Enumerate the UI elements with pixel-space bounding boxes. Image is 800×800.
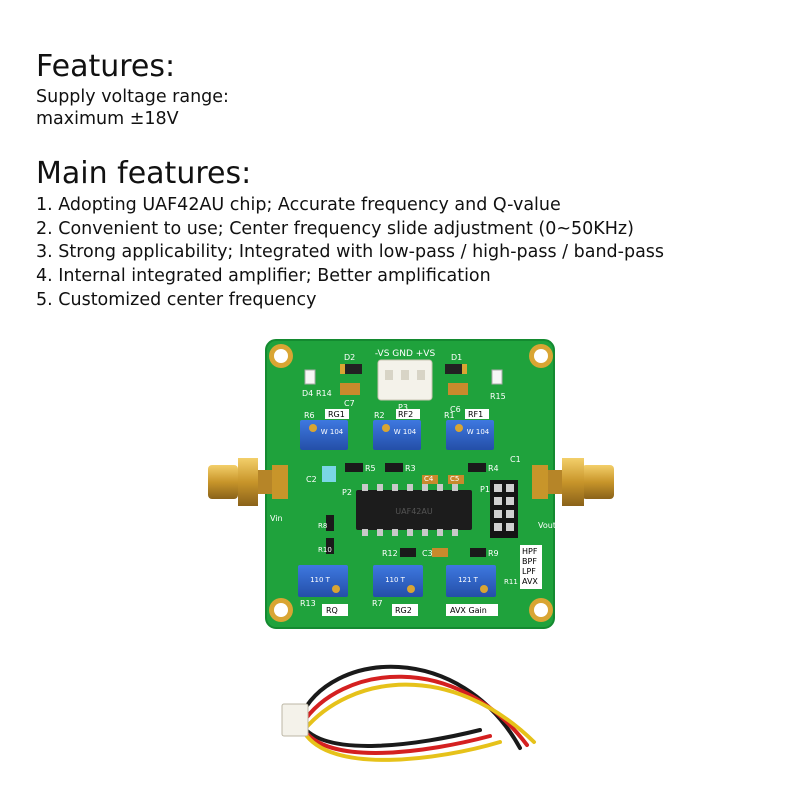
svg-text:Vin: Vin bbox=[270, 514, 283, 523]
svg-text:W 104: W 104 bbox=[394, 428, 417, 436]
svg-text:110 T: 110 T bbox=[310, 576, 331, 584]
power-header-label: -VS GND +VS bbox=[375, 349, 436, 359]
svg-text:RF1: RF1 bbox=[468, 410, 483, 419]
uaf42-chip: UAF42AU bbox=[356, 484, 472, 536]
svg-text:R9: R9 bbox=[488, 549, 499, 558]
svg-text:R4: R4 bbox=[488, 464, 499, 473]
wire-connector-plug bbox=[281, 703, 309, 737]
svg-text:RF2: RF2 bbox=[398, 410, 413, 419]
svg-text:RG1: RG1 bbox=[328, 410, 345, 419]
main-feature-4: 4. Internal integrated amplifier; Better… bbox=[36, 266, 491, 286]
svg-text:R14: R14 bbox=[316, 389, 332, 398]
svg-text:R5: R5 bbox=[365, 464, 376, 473]
features-heading: Features: bbox=[36, 49, 176, 84]
diode-d1 bbox=[445, 364, 467, 374]
led-right bbox=[491, 369, 503, 385]
mode-label-bpf: BPF bbox=[522, 557, 537, 566]
main-features-heading: Main features: bbox=[36, 156, 252, 191]
label-rg2: RG2 bbox=[395, 606, 412, 615]
mounting-holes bbox=[269, 344, 553, 622]
svg-text:121 T: 121 T bbox=[458, 576, 479, 584]
svg-text:Vout: Vout bbox=[538, 521, 556, 530]
wire-harness bbox=[298, 664, 536, 762]
svg-text:R6: R6 bbox=[304, 411, 315, 420]
svg-text:R7: R7 bbox=[372, 599, 383, 608]
pot-rf2: W 104 bbox=[373, 420, 421, 450]
svg-text:R8: R8 bbox=[318, 522, 327, 530]
svg-text:C1: C1 bbox=[510, 455, 521, 464]
svg-text:D1: D1 bbox=[451, 353, 462, 362]
svg-text:C6: C6 bbox=[450, 405, 461, 414]
jumper-p2 bbox=[322, 466, 336, 482]
svg-text:R13: R13 bbox=[300, 599, 316, 608]
sma-connector-vin bbox=[208, 458, 288, 506]
mode-label-lpf: LPF bbox=[522, 567, 536, 576]
svg-text:P2: P2 bbox=[342, 488, 352, 497]
main-feature-5: 5. Customized center frequency bbox=[36, 290, 317, 310]
svg-text:D4: D4 bbox=[302, 389, 313, 398]
svg-text:R12: R12 bbox=[382, 549, 398, 558]
svg-text:P3: P3 bbox=[398, 403, 408, 412]
pot-rg2: 110 T bbox=[373, 565, 423, 597]
svg-text:R15: R15 bbox=[490, 392, 506, 401]
svg-text:C3: C3 bbox=[422, 549, 433, 558]
svg-text:W 104: W 104 bbox=[321, 428, 344, 436]
pot-rf1: W 104 bbox=[446, 420, 494, 450]
svg-text:C5: C5 bbox=[450, 475, 459, 483]
pot-rg1: W 104 bbox=[300, 420, 348, 450]
label-rq: RQ bbox=[326, 606, 338, 615]
svg-text:R1: R1 bbox=[444, 411, 455, 420]
svg-text:110 T: 110 T bbox=[385, 576, 406, 584]
features-line-1: Supply voltage range: bbox=[36, 87, 229, 107]
label-avx-gain: AVX Gain bbox=[450, 606, 487, 615]
svg-text:R10: R10 bbox=[318, 546, 332, 554]
main-feature-2: 2. Convenient to use; Center frequency s… bbox=[36, 219, 634, 239]
pot-avx-gain: 121 T bbox=[446, 565, 496, 597]
diode-d2 bbox=[340, 364, 362, 374]
mode-label-hpf: HPF bbox=[522, 547, 538, 556]
svg-text:C2: C2 bbox=[306, 475, 317, 484]
svg-text:W 104: W 104 bbox=[467, 428, 490, 436]
pot-rq: 110 T bbox=[298, 565, 348, 597]
svg-text:C4: C4 bbox=[424, 475, 434, 483]
features-line-2: maximum ±18V bbox=[36, 109, 179, 129]
cap-c7 bbox=[340, 383, 360, 395]
led-d4 bbox=[304, 369, 316, 385]
mode-label-avx: AVX bbox=[522, 577, 538, 586]
main-feature-3: 3. Strong applicability; Integrated with… bbox=[36, 242, 665, 262]
main-feature-1: 1. Adopting UAF42AU chip; Accurate frequ… bbox=[36, 195, 561, 215]
jumper-header-p1 bbox=[490, 480, 518, 538]
svg-text:R11: R11 bbox=[504, 578, 518, 586]
svg-text:C7: C7 bbox=[344, 399, 355, 408]
svg-text:D2: D2 bbox=[344, 353, 355, 362]
svg-text:UAF42AU: UAF42AU bbox=[395, 507, 433, 516]
svg-text:P1: P1 bbox=[480, 485, 490, 494]
svg-text:R3: R3 bbox=[405, 464, 416, 473]
sma-connector-vout bbox=[532, 458, 614, 506]
svg-text:R2: R2 bbox=[374, 411, 385, 420]
cap-c6 bbox=[448, 383, 468, 395]
